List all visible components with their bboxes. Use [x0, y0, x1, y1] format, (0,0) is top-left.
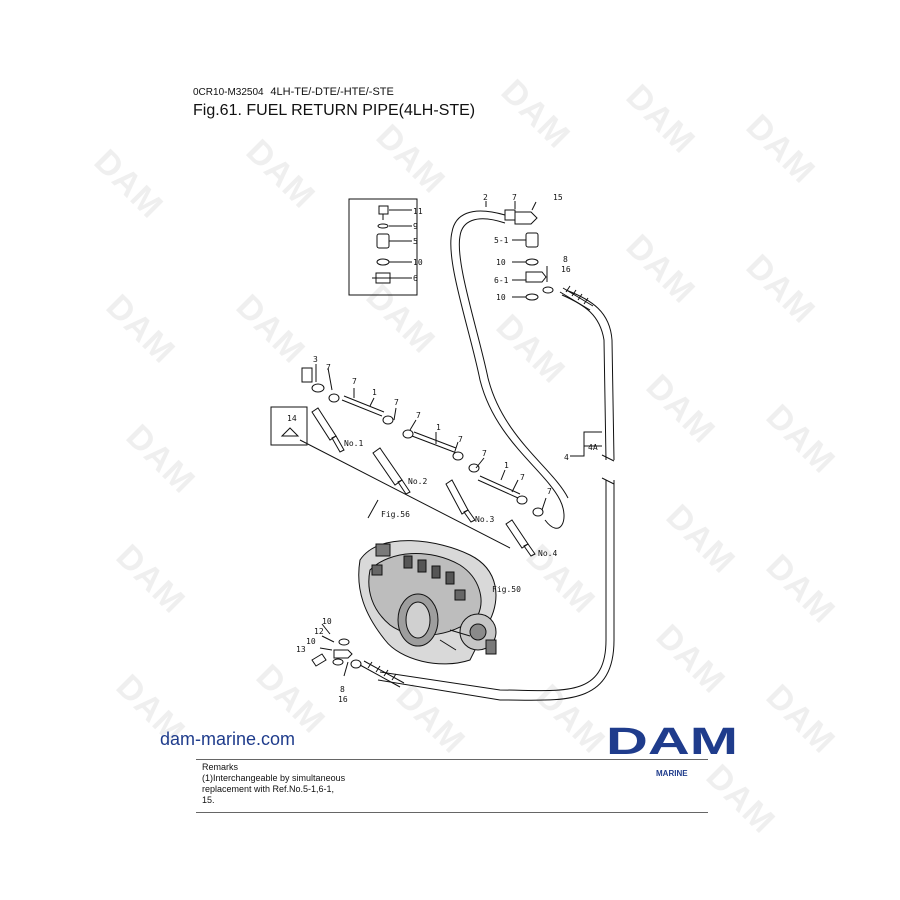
callout: 11: [413, 207, 423, 216]
eye-joint-12: [333, 649, 353, 659]
leak-off-pipe-2: [411, 431, 457, 453]
divider: [196, 812, 708, 813]
cylinder-label: No.4: [538, 549, 557, 558]
dam-logo-graphic: DAM MARINE: [606, 721, 738, 778]
logo-subtitle: MARINE: [656, 769, 688, 778]
joint-part: [376, 233, 390, 249]
remarks-line: replacement with Ref.No.5-1,6-1,: [202, 784, 335, 794]
callout: 5: [413, 237, 418, 246]
website-link[interactable]: dam-marine.com: [160, 729, 296, 749]
figure-reference: Fig.56: [381, 510, 410, 519]
callout: 9: [413, 222, 418, 231]
injector-no3: [445, 479, 476, 523]
callout: 3: [313, 355, 318, 364]
cylinder-label: No.2: [408, 477, 427, 486]
callout: 16: [561, 265, 571, 274]
callout: 10: [306, 637, 316, 646]
callout: 13: [296, 645, 306, 654]
callout: 1: [372, 388, 377, 397]
callout: 10: [496, 293, 506, 302]
callout: 2: [483, 193, 488, 202]
injector-no4: [505, 519, 536, 557]
callout: 7: [326, 363, 331, 372]
washer-part: [376, 258, 390, 266]
document-code-line: 0CR10-M32504 4LH-TE/-DTE/-HTE/-STE: [193, 86, 394, 98]
leak-off-pipe-3: [477, 475, 521, 499]
banjo-15: [514, 211, 538, 225]
callout: 7: [512, 193, 517, 202]
document-code: 0CR10-M32504: [193, 87, 264, 98]
callout: 10: [322, 617, 332, 626]
logo-wordmark: DAM: [606, 724, 738, 763]
callout: 7: [482, 449, 487, 458]
figure-title: Fig.61. FUEL RETURN PIPE(4LH-STE): [193, 102, 476, 119]
callout: 6-1: [494, 276, 509, 285]
callout: 4: [564, 453, 569, 462]
eye-joint-6-1: [525, 271, 547, 283]
dam-marine-logo: DAM MARINE: [606, 721, 738, 784]
figure-reference: Fig.50: [492, 585, 521, 594]
cylinder-label: No.3: [475, 515, 494, 524]
divider: [196, 759, 708, 760]
callout: 7: [416, 411, 421, 420]
inset-box-14: [270, 406, 308, 446]
callout: 15: [553, 193, 563, 202]
remarks-title: Remarks: [202, 762, 239, 772]
fig56-reference-line: [299, 439, 511, 549]
callout: 16: [338, 695, 348, 704]
remarks-block: Remarks (1)Interchangeable by simultaneo…: [202, 762, 372, 806]
callout: 10: [413, 258, 423, 267]
callout: 5-1: [494, 236, 509, 245]
engine-model: 4LH-TE/-DTE/-HTE/-STE: [270, 86, 394, 98]
spring-guard-bottom: [359, 660, 405, 688]
callout: 14: [287, 414, 297, 423]
injection-pump: [358, 540, 497, 665]
callout: 1: [436, 423, 441, 432]
pipe-coupling: [601, 454, 615, 485]
callout: 7: [547, 487, 552, 496]
long-return-pipe: [379, 294, 607, 692]
callout: 4A: [588, 443, 598, 452]
callout: 7: [520, 473, 525, 482]
washer-part: [377, 223, 389, 229]
remarks-line: 15.: [202, 795, 215, 805]
return-hose: [450, 210, 565, 529]
callout: 7: [394, 398, 399, 407]
callout: 6: [413, 274, 418, 283]
callout: 7: [458, 435, 463, 444]
cap-3: [301, 367, 313, 383]
callout: 1: [504, 461, 509, 470]
cylinder-label: No.1: [344, 439, 363, 448]
callout: 7: [352, 377, 357, 386]
leak-off-pipe-1: [341, 395, 385, 417]
injector-no1: [311, 407, 345, 453]
bolt-13: [311, 653, 327, 667]
callout: 12: [314, 627, 324, 636]
spring-guard: [559, 285, 594, 311]
callout: 8: [563, 255, 568, 264]
joint-5-1: [525, 232, 539, 248]
inset-detail-box: [348, 198, 418, 296]
callout: 10: [496, 258, 506, 267]
top-fitting: [504, 209, 516, 221]
remarks-line: (1)Interchangeable by simultaneous: [202, 773, 346, 783]
eye-joint-part: [372, 272, 394, 284]
callout: 8: [340, 685, 345, 694]
bolt-part: [378, 205, 389, 215]
